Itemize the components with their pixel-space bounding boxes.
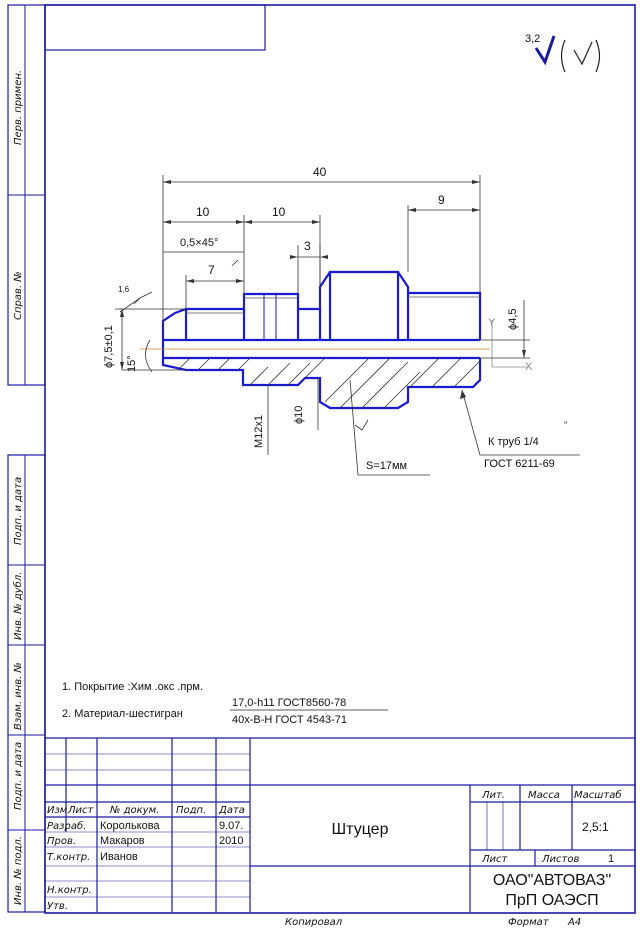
col-data: Дата xyxy=(218,805,245,816)
note-2-prefix: 2. Материал-шестигран xyxy=(62,708,183,720)
title-block-grid xyxy=(45,737,635,912)
massa-label: Масса xyxy=(528,790,560,801)
razrab-name: Королькова xyxy=(100,820,160,832)
col-izm: Изм xyxy=(47,805,68,816)
top-left-box xyxy=(44,4,266,51)
sheets-value: 1 xyxy=(608,853,614,865)
title-block-thin-lines xyxy=(45,753,504,898)
tkontr-label: Т.контр. xyxy=(47,852,90,863)
dim-3: 3 xyxy=(304,239,311,253)
rough-1-6: 1,6 xyxy=(118,285,130,294)
pipe-thread-quote: " xyxy=(564,420,567,430)
side-label-podp-2: Подп. и дата xyxy=(13,742,24,810)
col-podp: Подп. xyxy=(176,805,206,816)
part-outline xyxy=(161,270,482,410)
gost-pipe: ГОСТ 6211-69 xyxy=(484,458,555,470)
prov-date: 2010 xyxy=(219,835,243,847)
scale-value: 2,5:1 xyxy=(582,820,609,834)
masshtab-label: Масштаб xyxy=(574,789,622,801)
roughness-value: 3,2 xyxy=(525,33,540,45)
dim-chamfer: 0,5×45° xyxy=(180,237,218,249)
dim-dia-4-5: ϕ4,5 xyxy=(507,309,519,330)
lit-label: Лит. xyxy=(481,790,505,801)
dim-dia-10: ϕ10 xyxy=(293,406,305,424)
company-1: ОАО"АВТОВАЗ" xyxy=(493,872,611,889)
col-doc: № докум. xyxy=(109,805,159,816)
dim-10-right: 10 xyxy=(272,205,286,219)
dim-7: 7 xyxy=(208,263,215,277)
note-1: 1. Покрытие :Хим .окс .прм. xyxy=(62,681,203,693)
side-label-vzam: Взам. инв. № xyxy=(13,662,24,730)
nkontr-label: Н.контр. xyxy=(47,885,92,896)
side-label-sprav: Справ. № xyxy=(13,271,24,320)
hex-roughness-mark xyxy=(354,419,369,431)
dim-dia-7-5: ϕ7,5±0,1 xyxy=(103,325,115,368)
copied-label: Копировал xyxy=(285,917,343,928)
format-label: Формат xyxy=(508,917,550,928)
axis-marker: X Y xyxy=(488,317,533,373)
part-name: Штуцер xyxy=(332,821,389,838)
tkontr-name: Иванов xyxy=(100,851,138,863)
note-2-bottom: 40х-В-Н ГОСТ 4543-71 xyxy=(232,714,347,726)
pipe-thread: К труб 1/4 xyxy=(488,436,539,448)
note-2-top: 17,0-h11 ГОСТ8560-78 xyxy=(232,697,346,709)
utv-label: Утв. xyxy=(47,901,68,912)
prov-name: Макаров xyxy=(100,835,145,847)
side-label-perv: Перв. примен. xyxy=(13,70,24,145)
razrab-label: Разраб. xyxy=(47,820,86,832)
sheets-label: Листов xyxy=(541,854,579,865)
axis-x-label: X xyxy=(525,361,533,373)
axis-y-label: Y xyxy=(488,317,496,329)
section-hatching xyxy=(179,357,481,409)
col-list: Лист xyxy=(67,805,95,816)
prov-label: Пров. xyxy=(47,836,76,847)
side-label-inv-dubl: Инв. № дубл. xyxy=(12,572,24,640)
dim-m12: M12x1 xyxy=(253,415,265,448)
roughness-symbol: 3,2 xyxy=(525,33,601,73)
razrab-date: 9.07. xyxy=(219,820,243,832)
company-2: ПрП ОАЭСП xyxy=(505,892,598,909)
side-strip xyxy=(7,4,46,913)
dimension-lines xyxy=(115,175,580,476)
side-label-podp-1: Подп. и дата xyxy=(13,477,24,545)
arrowheads xyxy=(120,180,526,399)
side-label-inv-podl: Инв. № подл. xyxy=(13,836,24,905)
dim-s17: S=17мм xyxy=(366,460,407,472)
dim-40: 40 xyxy=(313,165,327,179)
dim-10-left: 10 xyxy=(196,205,210,219)
dim-angle-15: 15° xyxy=(126,355,138,372)
sheet-label: Лист xyxy=(481,854,509,865)
format-value: А4 xyxy=(567,917,581,928)
dim-9: 9 xyxy=(438,193,445,207)
